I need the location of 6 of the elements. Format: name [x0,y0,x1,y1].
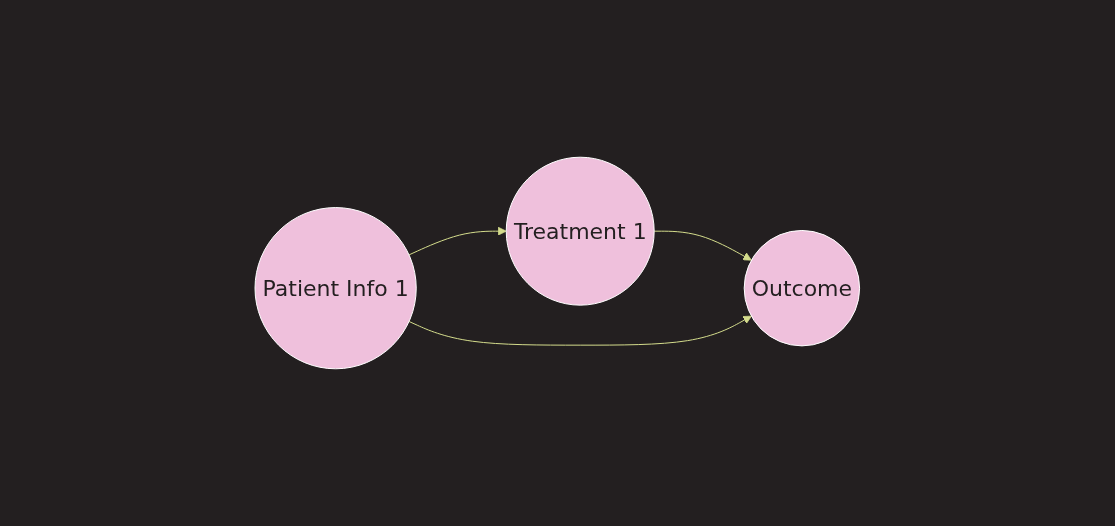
node-circle: Patient Info 1 [254,207,417,370]
arrow [408,226,507,256]
node-circle: Treatment 1 [505,156,655,306]
node-circle: Outcome [743,229,861,347]
arrow [653,230,752,261]
arrow [408,315,752,346]
